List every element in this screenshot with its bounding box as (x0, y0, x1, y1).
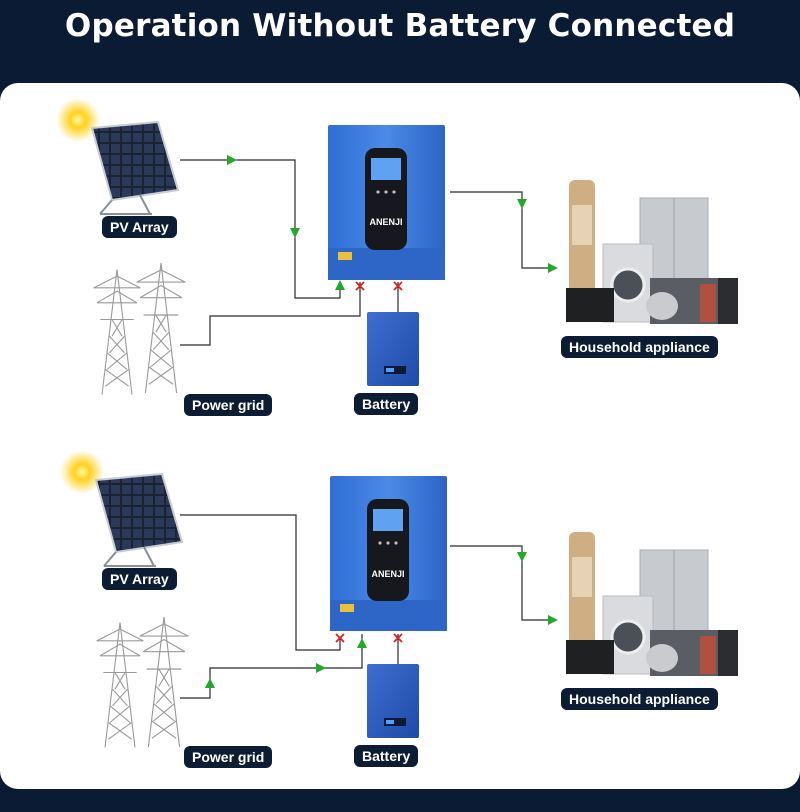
label-household: Household appliance (561, 688, 718, 710)
battery-icon (367, 664, 419, 738)
power-tower-icon (96, 616, 189, 749)
arrow-icon (548, 615, 558, 625)
sun-icon (60, 450, 104, 494)
arrow-icon (316, 663, 326, 673)
disconnect-marks-top (355, 281, 403, 291)
appliance-group-icon (566, 532, 738, 676)
arrow-icon (290, 228, 300, 238)
arrow-icon (205, 678, 215, 688)
disconnect-icon (393, 633, 403, 643)
disconnect-icon (355, 281, 365, 291)
solar-panel-icon (90, 120, 180, 215)
inverter-brand: ANENJI (369, 217, 402, 227)
inverter-brand: ANENJI (371, 569, 404, 579)
arrow-icon (548, 263, 558, 273)
inverter-icon: ANENJI (330, 476, 447, 631)
sun-icon (56, 98, 100, 142)
scenario-bottom: ANENJI (60, 450, 738, 749)
disconnect-marks-bottom (335, 633, 403, 643)
power-tower-icon (93, 262, 186, 396)
disconnect-icon (335, 633, 345, 643)
label-power-grid: Power grid (184, 394, 273, 416)
inverter-icon: ANENJI (328, 125, 445, 280)
wiring-top (180, 159, 556, 346)
arrow-icon (227, 155, 237, 165)
wiring-bottom (180, 514, 556, 699)
appliance-group-icon (566, 180, 738, 324)
flow-arrows-top (227, 155, 558, 290)
arrow-icon (335, 280, 345, 290)
solar-panel-icon (94, 472, 184, 567)
arrow-icon (517, 199, 527, 209)
label-household: Household appliance (561, 336, 718, 358)
label-battery: Battery (354, 745, 419, 767)
scenario-top: ANENJI (56, 98, 738, 396)
arrow-icon (517, 552, 527, 562)
label-pv-array: PV Array (102, 216, 177, 238)
label-battery: Battery (354, 393, 419, 415)
arrow-icon (357, 638, 367, 648)
label-pv-array: PV Array (102, 568, 177, 590)
page-title: Operation Without Battery Connected (64, 8, 736, 44)
label-power-grid: Power grid (184, 746, 273, 768)
flow-arrows-bottom (205, 552, 558, 688)
battery-icon (367, 312, 419, 386)
disconnect-icon (393, 281, 403, 291)
